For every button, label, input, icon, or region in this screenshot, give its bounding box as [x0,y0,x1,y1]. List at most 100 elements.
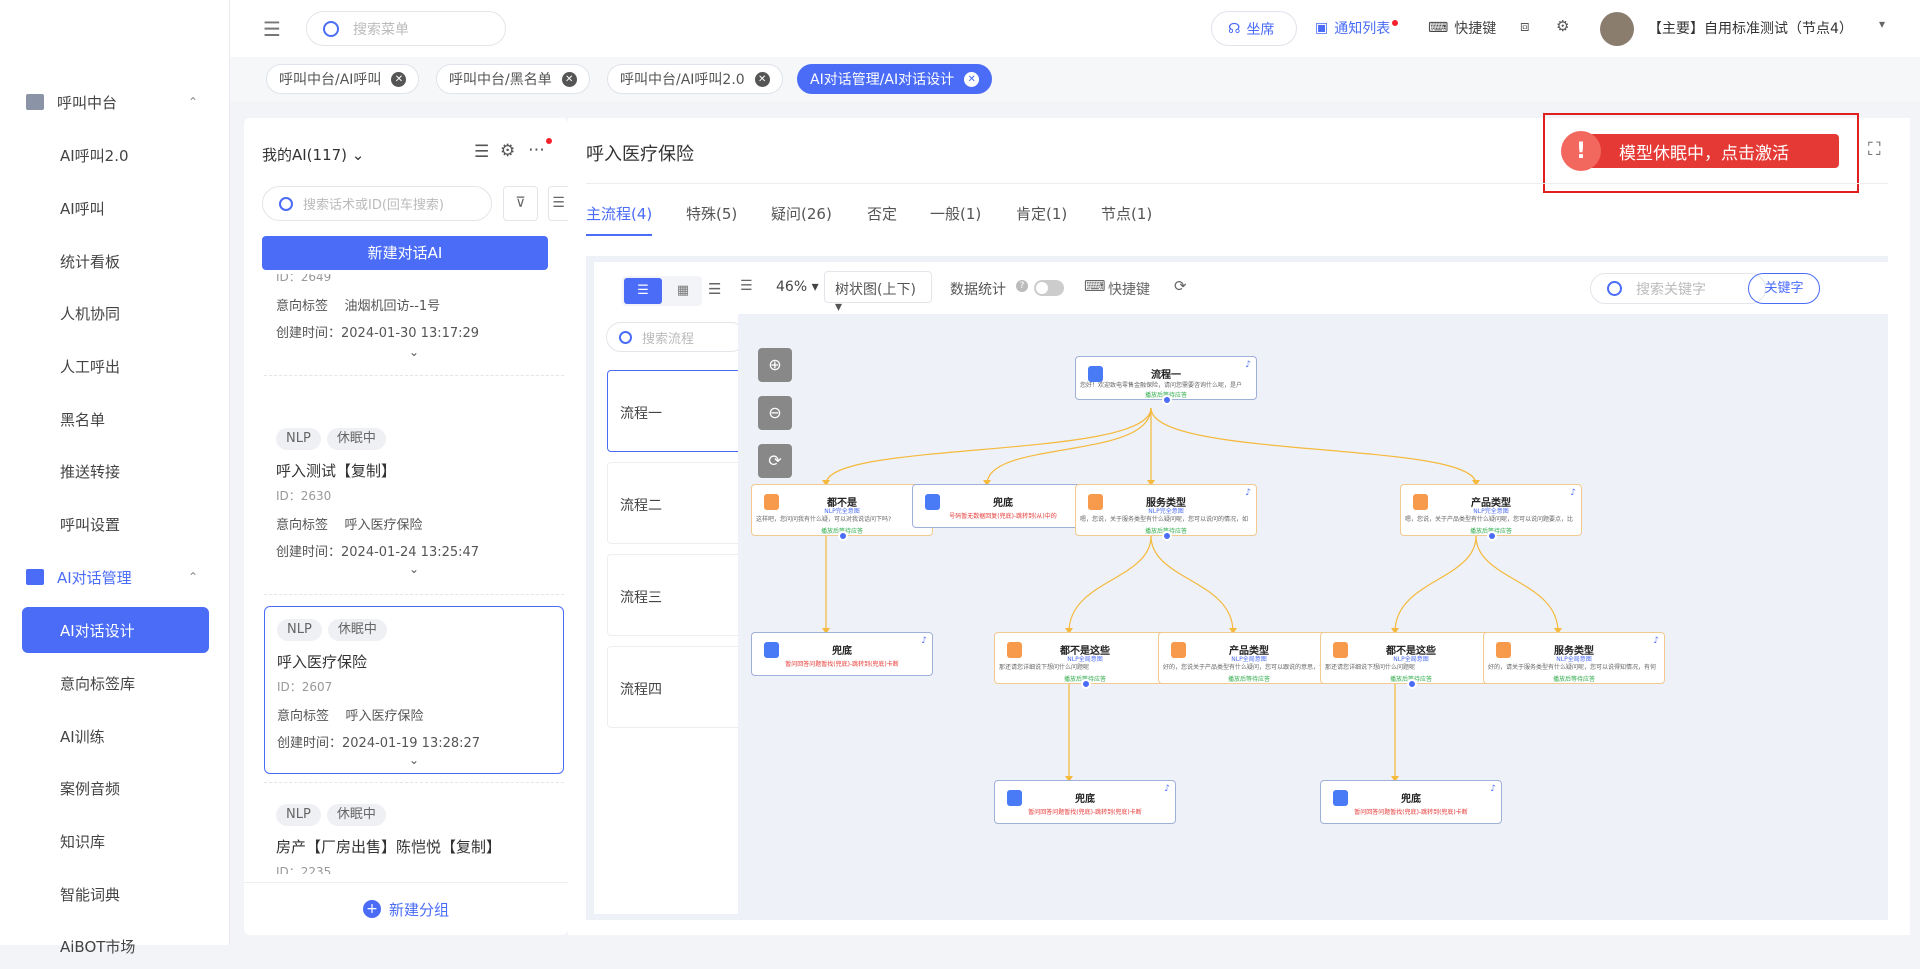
node-connector[interactable] [838,531,848,541]
grid-view-icon[interactable]: ▦ [676,283,690,298]
flow-item-2[interactable]: 流程二 [607,462,746,544]
menu-item-stats[interactable]: 统计看板 [60,252,121,271]
flow-node[interactable]: ♪ 都不是 NLP完全意图 这样吧，您问问我有什么疑，可以对我说话问下吗? 播放… [751,484,933,541]
node-title: 兜底 [1401,794,1421,805]
menu-item-knowledge[interactable]: 知识库 [60,832,106,851]
menu-item-intent-tags[interactable]: 意向标签库 [60,674,136,693]
collapse-panel-icon[interactable]: ☰ [548,186,568,221]
close-icon[interactable]: ✕ [561,71,577,87]
close-icon[interactable]: ✕ [964,71,980,87]
collapse-flow-list-icon[interactable]: ☰ [740,278,753,294]
new-group-button[interactable]: + 新建分组 [244,882,568,935]
list-view-icon[interactable]: ☰ [624,278,662,304]
screen-icon[interactable]: ⧈ [1520,17,1530,35]
tab-ai-design[interactable]: AI对话管理/AI对话设计✕ [797,64,993,94]
chevron-down-icon[interactable]: ⌄ [408,345,420,359]
subtab-negative[interactable]: 否定 [867,205,898,223]
chevron-down-icon[interactable]: ⌄ [408,753,420,767]
menu-item-case-audio[interactable]: 案例音频 [60,779,121,798]
settings-screen-icon[interactable]: ⚙ [1556,17,1570,35]
shortcut-button[interactable]: ⌨快捷键 [1428,18,1496,38]
flow-item-1[interactable]: 流程一 [607,370,746,452]
zoom-select[interactable]: 46% ▾ [776,279,819,295]
flow-node-fallback[interactable]: ♪ 兜底 暂问回答问题暂找(兜底)-跳转到(兜底)卡断 [994,780,1176,824]
menu-item-ai-train[interactable]: AI训练 [60,727,105,746]
tab-ai-call[interactable]: 呼叫中台/AI呼叫✕ [266,64,420,94]
node-connector[interactable] [1162,395,1172,405]
my-ai-dropdown[interactable]: 我的AI(117) ⌄ [262,146,365,164]
new-ai-button[interactable]: 新建对话AI [262,236,548,270]
canvas-shortcut-label[interactable]: 快捷键 [1108,282,1150,298]
filter-icon[interactable]: ⊽ [503,186,538,221]
flow-item-4[interactable]: 流程四 [607,646,746,728]
tab-ai-call-2[interactable]: 呼叫中台/AI呼叫2.0✕ [607,64,783,94]
node-connector[interactable] [1081,679,1091,689]
menu-item-transfer[interactable]: 推送转接 [60,462,121,481]
sort-icon[interactable]: ☰ [708,280,722,298]
stats-toggle[interactable] [1034,280,1064,296]
menu-item-ai-call-2[interactable]: AI呼叫2.0 [60,146,129,165]
chevron-down-icon[interactable]: ▾ [1879,17,1886,31]
subtab-general[interactable]: 一般(1) [930,205,982,223]
flow-node-fallback[interactable]: ♪ 兜底 号码暂无数据回复(兜底)-跳转到(从)中的 [912,484,1094,528]
sort-icon[interactable]: ☰ [474,142,490,162]
keyword-button[interactable]: 关键字 [1748,273,1820,304]
flow-node[interactable]: ♪ 产品类型 NLP全局意图 好的，您说关于产品类型有什么疑问，您可以跟说的意思… [1158,632,1340,684]
menu-item-blacklist[interactable]: 黑名单 [60,410,106,429]
flow-node-fallback[interactable]: ♪ 兜底 暂问回答问题暂找(兜底)-跳转到(兜底)卡断 [751,632,933,676]
flow-node[interactable]: ♪ 产品类型 NLP完全意图 嗯，您说，关于产品类型有什么疑问呢，您可以说问题要… [1400,484,1582,541]
node-connector[interactable] [1162,531,1172,541]
flow-node[interactable]: ♪ 服务类型 NLP完全意图 嗯，您说，关于服务类型有什么疑问呢，您可以说问的情… [1075,484,1257,541]
menu-group-ai-dialog[interactable]: AI对话管理 ⌃ [0,557,230,597]
zoom-out-icon[interactable]: ⊖ [758,396,792,430]
flow-search-input[interactable]: 搜索流程 [606,322,746,352]
menu-item-collab[interactable]: 人机协同 [60,304,121,323]
node-connector[interactable] [1407,679,1417,689]
subtab-node[interactable]: 节点(1) [1101,205,1153,223]
avatar[interactable] [1600,12,1634,46]
menu-item-aibot-market[interactable]: AiBOT市场 [60,937,136,956]
subtab-special[interactable]: 特殊(5) [686,205,738,223]
collapse-menu-icon[interactable]: ☰ [263,17,281,41]
close-icon[interactable]: ✕ [754,71,770,87]
flow-node-start[interactable]: ♪ 流程一 您好！欢迎致电零售金融保险，请问您需要咨询什么呢，是户 播放后等待应… [1075,356,1257,405]
flow-node-fallback[interactable]: ♪ 兜底 暂问回答问题暂找(兜底)-跳转到(兜底)卡断 [1320,780,1502,824]
keyword-search-input[interactable]: 搜索关键字 [1590,273,1766,304]
help-icon[interactable]: ? [1016,280,1028,292]
seat-button[interactable]: ☊坐席 [1211,11,1297,46]
refresh-icon[interactable]: ⟳ [1174,277,1187,295]
activate-model-button[interactable]: ! 模型休眠中，点击激活 [1561,131,1839,171]
tab-blacklist[interactable]: 呼叫中台/黑名单✕ [436,64,590,94]
menu-item-call-settings[interactable]: 呼叫设置 [60,515,121,534]
node-connector[interactable] [1487,531,1497,541]
ai-card[interactable]: ID：2649 意向标签 油烟机回访--1号 创建时间：2024-01-30 1… [264,274,564,376]
menu-item-ai-design[interactable]: AI对话设计 [22,607,209,653]
flow-item-3[interactable]: 流程三 [607,554,746,636]
view-mode-select[interactable]: 树状图(上下) ▾ [824,271,932,315]
gear-icon[interactable]: ⚙ [500,141,516,161]
flow-node[interactable]: ♪ 都不是这些 NLP全局意图 那还请您详细说下想问什么问题呢 播放后等待应答 [1320,632,1502,689]
reset-view-icon[interactable]: ⟳ [758,444,792,478]
card-status-badge: 休眠中 [326,804,386,826]
chevron-down-icon[interactable]: ⌄ [408,562,420,576]
close-icon[interactable]: ✕ [391,71,407,87]
subtab-question[interactable]: 疑问(26) [771,205,832,223]
fullscreen-icon[interactable]: ⛶ [1868,139,1881,160]
flow-node[interactable]: ♪ 都不是这些 NLP全局意图 那还请您详细说下想问什么问题呢 播放后等待应答 [994,632,1176,689]
menu-item-manual-call[interactable]: 人工呼出 [60,357,121,376]
zoom-in-icon[interactable]: ⊕ [758,348,792,382]
subtab-positive[interactable]: 肯定(1) [1016,205,1068,223]
subtab-main-flow[interactable]: 主流程(4) [586,203,653,236]
ai-search-input[interactable]: 搜索话术或ID(回车搜索) [262,186,492,221]
menu-item-ai-call[interactable]: AI呼叫 [60,199,105,218]
menu-search[interactable]: 搜索菜单 [306,11,506,46]
flow-node[interactable]: ♪ 服务类型 NLP全局意图 好的，请关于服务类型有什么疑问呢，您可以说得知情况… [1483,632,1665,684]
menu-item-dictionary[interactable]: 智能词典 [60,885,121,904]
menu-group-call-center[interactable]: 呼叫中台 ⌃ [0,82,230,122]
account-name[interactable]: 【主要】自用标准测试（节点4） [1648,21,1853,37]
notice-list-button[interactable]: ▣通知列表 [1315,18,1399,38]
more-icon[interactable]: ⋯ [528,140,545,160]
